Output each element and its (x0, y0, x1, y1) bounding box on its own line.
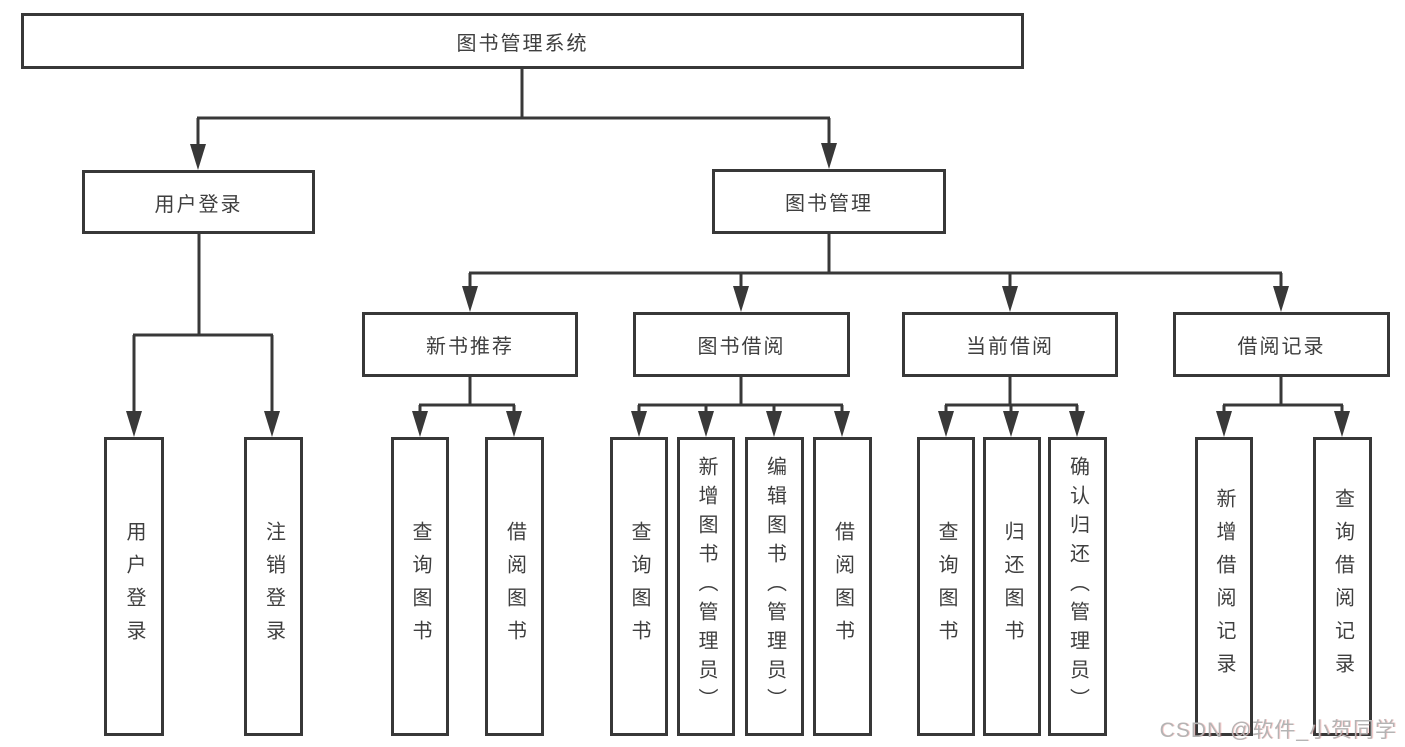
node-label: 当前借阅 (966, 336, 1054, 358)
watermark-text: CSDN @软件_小贺同学 (1159, 719, 1397, 742)
node-label: 图书借阅 (697, 336, 786, 358)
leaf-label: 查询图书 (409, 520, 431, 653)
arrowheads (126, 143, 1350, 437)
leaf-label: 查询图书 (935, 520, 957, 653)
node-new-book-recommend: 新书推荐 (362, 312, 578, 377)
node-book-borrow: 图书借阅 (633, 312, 850, 377)
node-current-borrow: 当前借阅 (902, 312, 1118, 377)
connector-paths (132, 68, 1344, 414)
leaf-borrow-books: 借阅图书 (813, 437, 872, 736)
leaf-label: 新增图书（管理员） (695, 456, 717, 717)
node-label: 图书管理 (785, 193, 873, 215)
leaf-add-book-admin: 新增图书（管理员） (677, 437, 735, 736)
leaf-logout: 注销登录 (244, 437, 303, 736)
leaf-label: 用户登录 (123, 520, 145, 653)
node-user-login: 用户登录 (82, 170, 315, 234)
leaf-query-books: 查询图书 (391, 437, 449, 736)
leaf-query-books: 查询图书 (917, 437, 975, 736)
leaf-borrow-books: 借阅图书 (485, 437, 544, 736)
node-label: 新书推荐 (426, 336, 514, 358)
leaf-confirm-return-admin: 确认归还（管理员） (1048, 437, 1107, 736)
node-label: 用户登录 (154, 193, 243, 216)
leaf-query-books: 查询图书 (610, 437, 668, 736)
leaf-label: 确认归还（管理员） (1066, 456, 1089, 717)
node-root: 图书管理系统 (21, 13, 1024, 69)
leaf-label: 借阅图书 (503, 520, 526, 653)
node-book-management: 图书管理 (712, 169, 946, 234)
leaf-add-borrow-record: 新增借阅记录 (1195, 437, 1253, 736)
leaf-label: 查询借阅记录 (1331, 487, 1354, 686)
node-label: 图书管理系统 (456, 32, 589, 55)
node-label: 借阅记录 (1237, 336, 1326, 358)
leaf-label: 编辑图书（管理员） (763, 456, 786, 717)
node-borrow-records: 借阅记录 (1173, 312, 1390, 377)
leaf-label: 借阅图书 (831, 520, 854, 653)
leaf-user-login: 用户登录 (104, 437, 164, 736)
leaf-edit-book-admin: 编辑图书（管理员） (745, 437, 804, 736)
leaf-label: 注销登录 (262, 520, 285, 653)
leaf-query-borrow-record: 查询借阅记录 (1313, 437, 1372, 736)
leaf-return-books: 归还图书 (983, 437, 1041, 736)
leaf-label: 新增借阅记录 (1213, 487, 1235, 686)
leaf-label: 查询图书 (628, 520, 650, 653)
leaf-label: 归还图书 (1001, 520, 1023, 653)
